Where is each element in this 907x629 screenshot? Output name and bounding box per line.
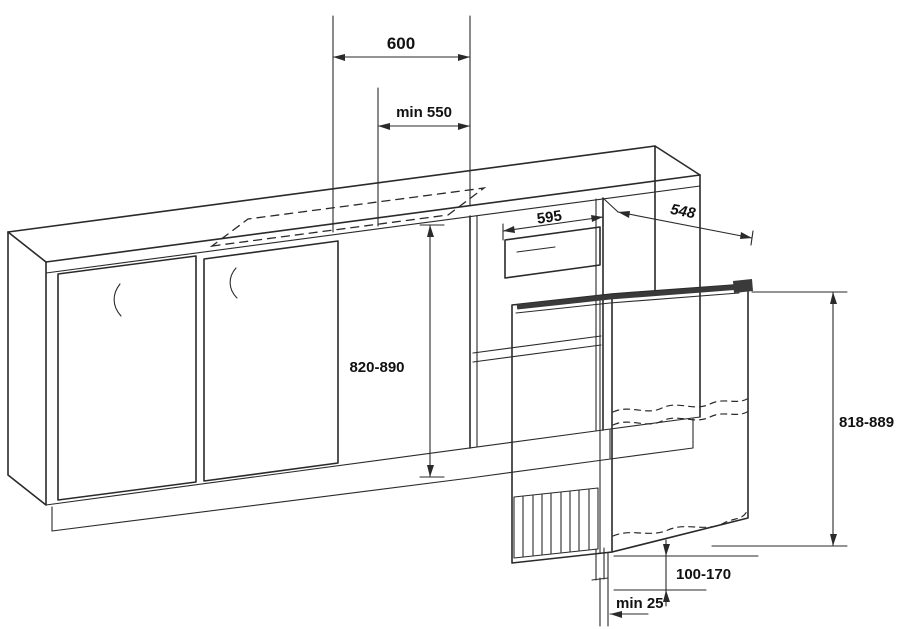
- appliance: [511, 279, 753, 581]
- dimensions: 600 min 550 595 548: [332, 15, 894, 627]
- dim-label-niche-height: 820-890: [349, 359, 404, 376]
- dim-label-appliance-depth: 548: [669, 201, 697, 223]
- dim-plinth-recess: 100-170: [613, 539, 759, 607]
- niche-shelf-lines: [472, 335, 602, 363]
- dim-label-plinth-recess: 100-170: [676, 566, 731, 583]
- dim-appliance-depth: 548: [602, 197, 754, 246]
- counter-unit: [7, 145, 701, 532]
- rail-bracket: [733, 279, 753, 293]
- countertop-underside-edge: [45, 185, 701, 274]
- left-end-panel: [7, 231, 47, 506]
- door-left: [57, 255, 197, 501]
- break-wave-bottom: [612, 510, 748, 537]
- door-right-handle: [229, 267, 238, 299]
- cabinet-doors: [57, 240, 339, 501]
- dim-min-gap: min 25: [599, 552, 664, 627]
- dim-label-appliance-width: 595: [536, 207, 563, 227]
- ventilation-grille: [513, 487, 599, 559]
- appliance-top-rail: [516, 284, 742, 310]
- drawer-handle: [516, 246, 556, 253]
- dim-label-min-gap: min 25: [616, 595, 664, 612]
- dim-niche-height-ticks: [419, 224, 445, 478]
- dim-niche-depth: min 550: [377, 87, 471, 227]
- appliance-niche: [469, 197, 604, 449]
- appliance-top-rail-lower-line: [515, 292, 740, 314]
- recess-projection: [209, 187, 487, 247]
- dim-appliance-width: 595: [502, 207, 604, 241]
- recess-projection-outline: [209, 187, 487, 247]
- door-left-handle: [113, 283, 122, 317]
- dim-label-niche-width: 600: [387, 34, 415, 53]
- dim-plinth-recess-extensions: [613, 555, 759, 591]
- dim-appliance-height: 818-889: [711, 291, 894, 547]
- break-wave-lower: [612, 411, 748, 426]
- break-wave-upper: [612, 398, 748, 413]
- drawer-front: [504, 226, 601, 279]
- dim-label-niche-depth: min 550: [396, 104, 452, 121]
- dim-label-appliance-height: 818-889: [839, 414, 894, 431]
- door-right: [203, 240, 339, 482]
- countertop-back-edge: [7, 145, 656, 233]
- dim-min-gap-extensions: [599, 552, 609, 627]
- dim-appliance-depth-line: [617, 211, 753, 239]
- dim-niche-width-extensions: [332, 15, 471, 233]
- dim-niche-width: 600: [332, 15, 471, 233]
- dim-niche-height: 820-890: [349, 224, 445, 478]
- countertop-front-edge: [45, 174, 701, 263]
- dim-appliance-width-line: [502, 216, 604, 232]
- dim-appliance-height-extensions: [711, 291, 848, 547]
- appliance-side-face: [611, 283, 749, 553]
- plinth: [51, 418, 694, 532]
- cabinet-bottom-edge: [45, 416, 701, 506]
- dim-appliance-width-ticks: [502, 209, 604, 241]
- appliance-front-face: [511, 293, 613, 564]
- countertop-left-end-edge: [7, 231, 47, 263]
